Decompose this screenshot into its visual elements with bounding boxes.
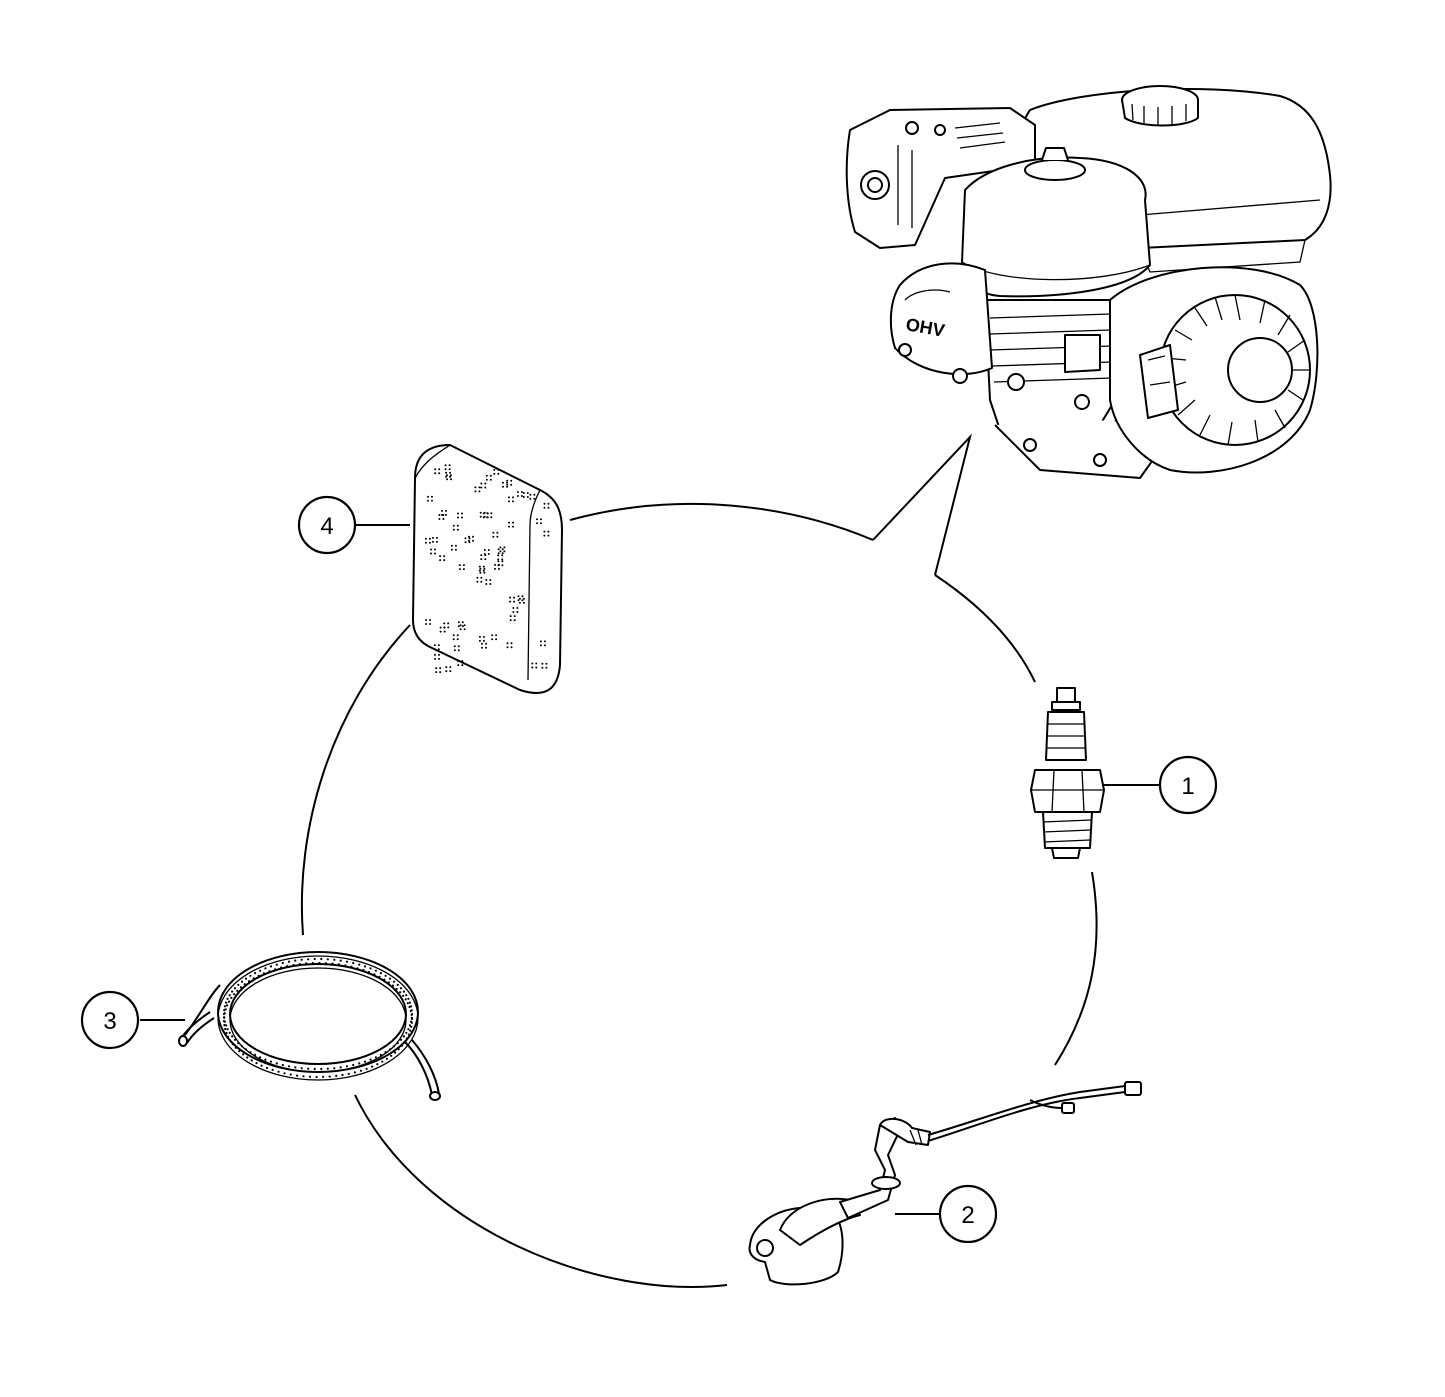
callout-4-circle[interactable]	[297, 495, 357, 555]
spark-plug	[1030, 687, 1160, 859]
callout-1-circle[interactable]	[1158, 755, 1218, 815]
callout-3-label: 3	[103, 1008, 116, 1035]
connector-circle	[300, 433, 1098, 1288]
engine-icon: OHV	[845, 85, 1332, 479]
callout-4-label: 4	[320, 513, 333, 540]
callout-1-label: 1	[1181, 773, 1194, 800]
callout-2-circle[interactable]	[938, 1184, 998, 1244]
callout-3-circle[interactable]	[80, 990, 140, 1050]
spark-plug-cap-wire	[748, 1081, 1142, 1286]
callout-2-label: 2	[961, 1202, 974, 1229]
callout-1[interactable]: 1	[1158, 755, 1218, 815]
air-filter-foam	[412, 444, 563, 694]
starter-rope	[140, 951, 441, 1101]
callout-2[interactable]: 2	[938, 1184, 998, 1244]
callout-4[interactable]: 4	[297, 495, 357, 555]
callout-3[interactable]: 3	[80, 990, 140, 1050]
